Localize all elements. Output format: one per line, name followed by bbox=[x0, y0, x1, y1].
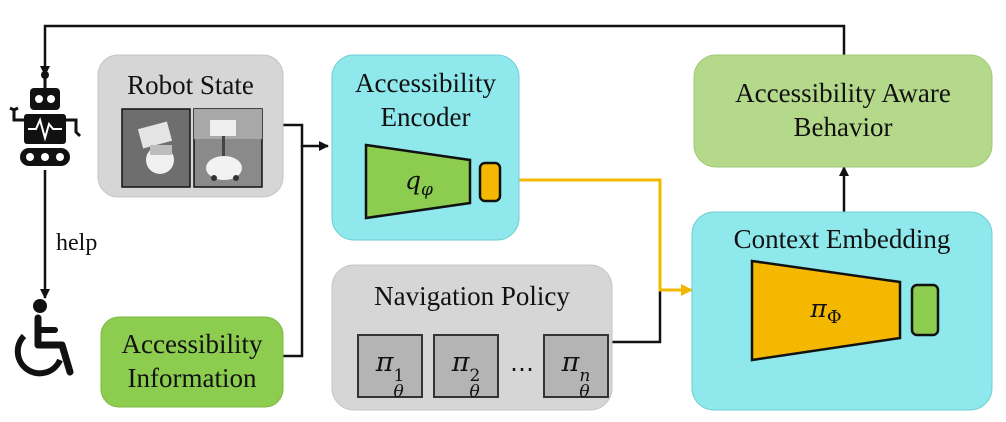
context-symbol-base: π bbox=[810, 294, 827, 323]
policy-base-2: π bbox=[451, 347, 470, 378]
policy-base-1: π bbox=[375, 347, 394, 378]
context-trapezoid bbox=[750, 259, 902, 362]
robot-image-side bbox=[193, 108, 263, 188]
policy-base-n: π bbox=[561, 347, 580, 378]
context-symbol: πΦ bbox=[776, 292, 876, 335]
encoder-symbol-sub: φ bbox=[421, 180, 433, 200]
policy-sub-n: θ bbox=[579, 382, 590, 402]
policy-ellipsis: ⋯ bbox=[510, 355, 534, 383]
encoder-symbol-base: q bbox=[405, 166, 422, 195]
context-embedding-title: Context Embedding bbox=[733, 224, 951, 254]
policy-to-context-line bbox=[612, 290, 662, 344]
encoder-line2: Encoder bbox=[380, 102, 471, 132]
policy-sup-2: 2 bbox=[469, 366, 481, 386]
feedback-arrow bbox=[40, 24, 846, 76]
policy-box-2 bbox=[433, 334, 499, 398]
encoder-latent-block bbox=[478, 161, 502, 203]
help-label: help bbox=[56, 230, 98, 256]
robot-image-topdown bbox=[121, 108, 191, 188]
encoder-line1: Accessibility bbox=[355, 68, 496, 98]
accessibility-information-line1: Accessibility bbox=[121, 329, 263, 359]
encoder-to-context-arrow bbox=[504, 178, 693, 296]
accessibility-information-label: Accessibility Information bbox=[101, 327, 283, 395]
policy-box-n bbox=[543, 334, 609, 398]
wheelchair-icon bbox=[14, 299, 74, 377]
encoder-trapezoid bbox=[364, 143, 472, 220]
policy-sup-n: n bbox=[579, 366, 591, 386]
encoder-symbol: qφ bbox=[384, 164, 454, 207]
state-to-encoder-arrow bbox=[283, 123, 329, 151]
behavior-label: Accessibility Aware Behavior bbox=[694, 76, 992, 144]
policy-sub-1: θ bbox=[393, 382, 404, 402]
policy-sub-2: θ bbox=[469, 382, 480, 402]
context-latent-block bbox=[910, 283, 940, 337]
robot-icon bbox=[9, 71, 82, 166]
behavior-line1: Accessibility Aware bbox=[735, 78, 951, 108]
behavior-line2: Behavior bbox=[793, 112, 893, 142]
accessibility-information-line2: Information bbox=[127, 363, 257, 393]
policy-box-1 bbox=[357, 334, 423, 398]
accessibility-information-box bbox=[100, 316, 284, 408]
policy-sup-1: 1 bbox=[393, 366, 405, 386]
robot-state-title: Robot State bbox=[127, 70, 254, 100]
encoder-label: Accessibility Encoder bbox=[332, 66, 519, 134]
info-to-encoder-line bbox=[283, 146, 304, 358]
behavior-box bbox=[693, 54, 993, 168]
context-symbol-sub: Φ bbox=[826, 307, 842, 328]
navigation-policy-title: Navigation Policy bbox=[374, 281, 570, 311]
